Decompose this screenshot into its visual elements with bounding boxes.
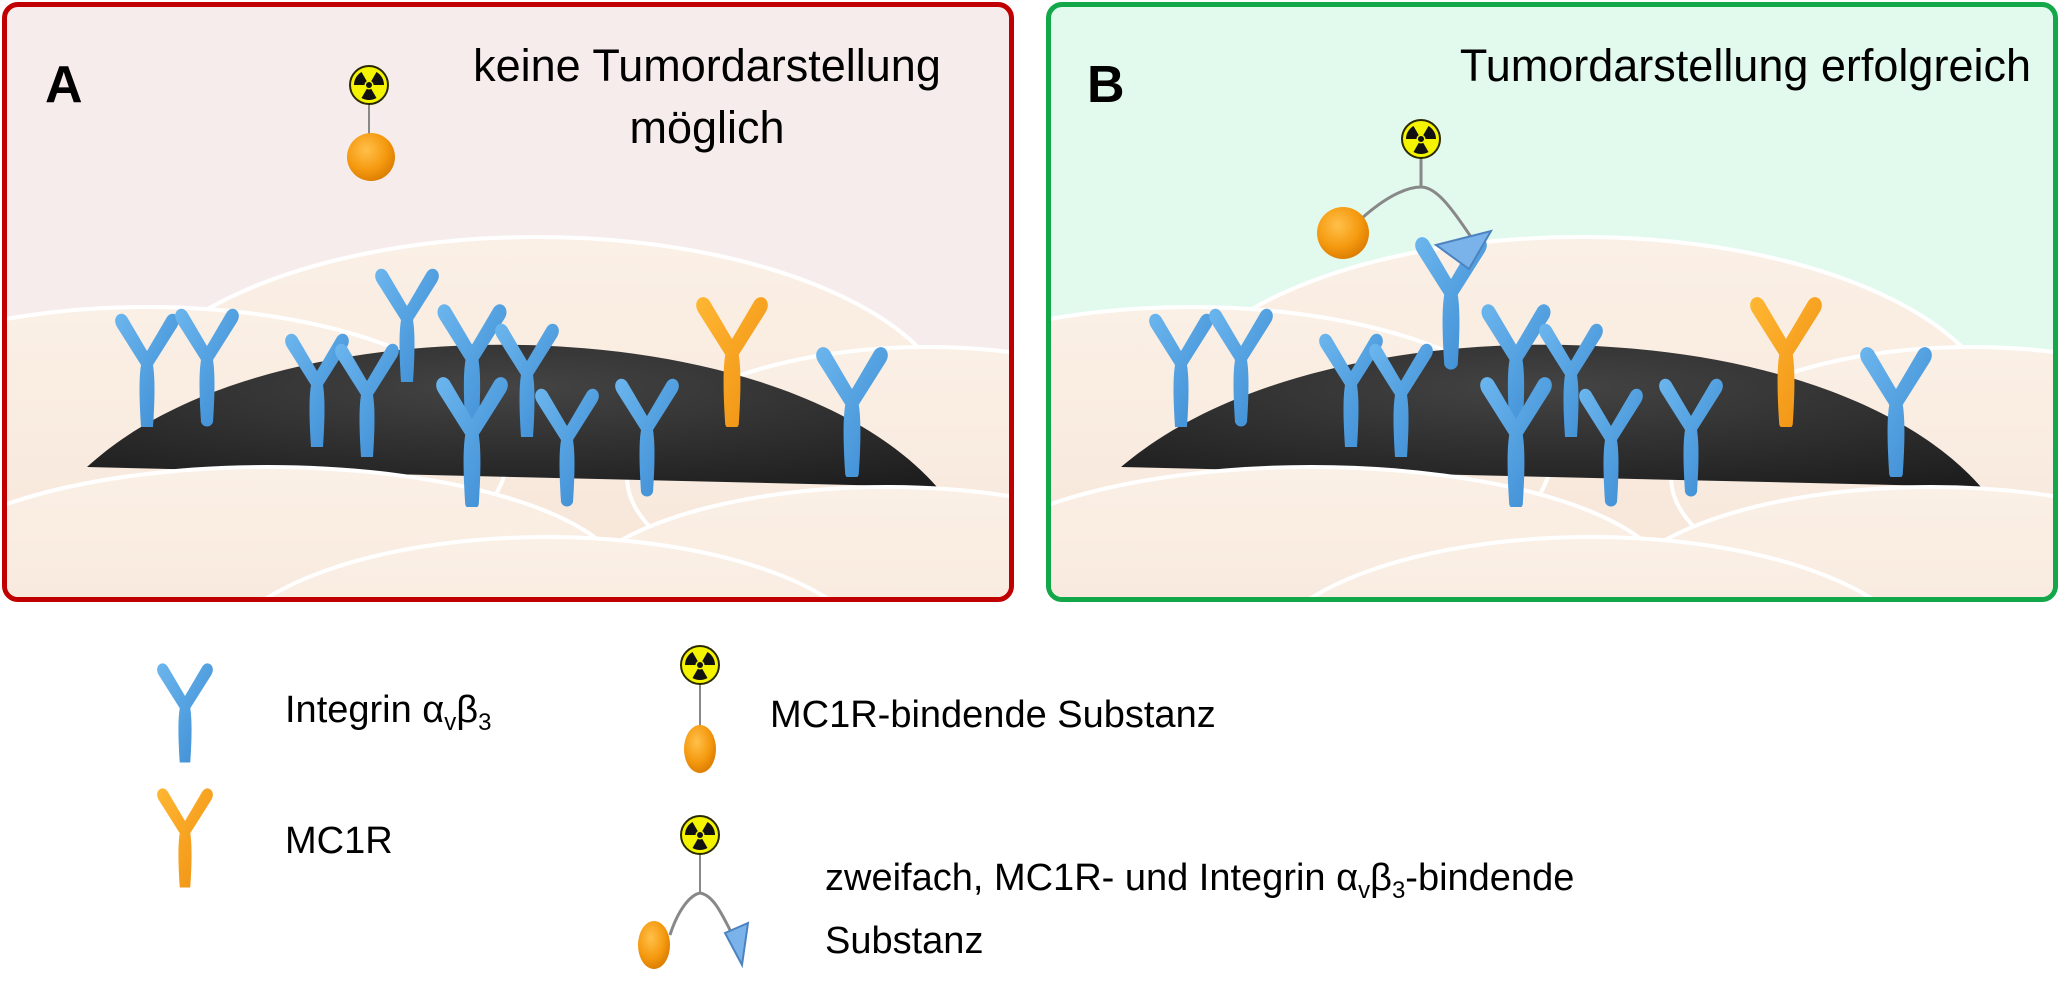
caption-line-1: keine Tumordarstellung [473, 40, 941, 91]
mc1r-ligand-ball [347, 133, 395, 181]
radioactive-icon [1401, 119, 1441, 159]
cell-bottom-center [265, 535, 829, 597]
panel-a-no-imaging: A keine Tumordarstellung möglich [2, 2, 1014, 602]
panel-caption: Tumordarstellung erfolgreich [1301, 35, 2051, 97]
tumor-scene-b [1051, 119, 2053, 597]
cell-bottom-center [1309, 535, 1873, 597]
panel-letter: B [1087, 56, 1125, 114]
legend-label-integrin: Integrin αvβ3 [285, 689, 492, 736]
legend-label-dual-ligand: zweifach, MC1R- und Integrin αvβ3-binden… [825, 857, 1575, 962]
radioactive-icon [349, 65, 389, 105]
linker [1359, 185, 1473, 238]
tumor-mass [1121, 344, 1981, 487]
panel-letter: A [45, 56, 83, 114]
blue-receptor-icon [157, 663, 213, 763]
legend-label-mc1r: MC1R [285, 820, 393, 862]
legend-label-mono-ligand: MC1R-bindende Substanz [770, 694, 1216, 736]
caption-line-2: möglich [629, 102, 785, 153]
tumor-scene-a [7, 65, 1009, 597]
mc1r-ligand-ball [1317, 207, 1369, 259]
radiolabeled-ligand-icon [680, 645, 720, 773]
dual-ligand-icon [638, 815, 750, 969]
panel-b-imaging-success: B Tumordarstellung erfolgreich [1046, 2, 2058, 602]
orange-receptor-icon [157, 788, 213, 888]
integrin-ligand-triangle [1433, 229, 1494, 271]
caption-line-1: Tumordarstellung erfolgreich [1459, 40, 2031, 91]
panel-caption: keine Tumordarstellung möglich [407, 35, 1007, 159]
